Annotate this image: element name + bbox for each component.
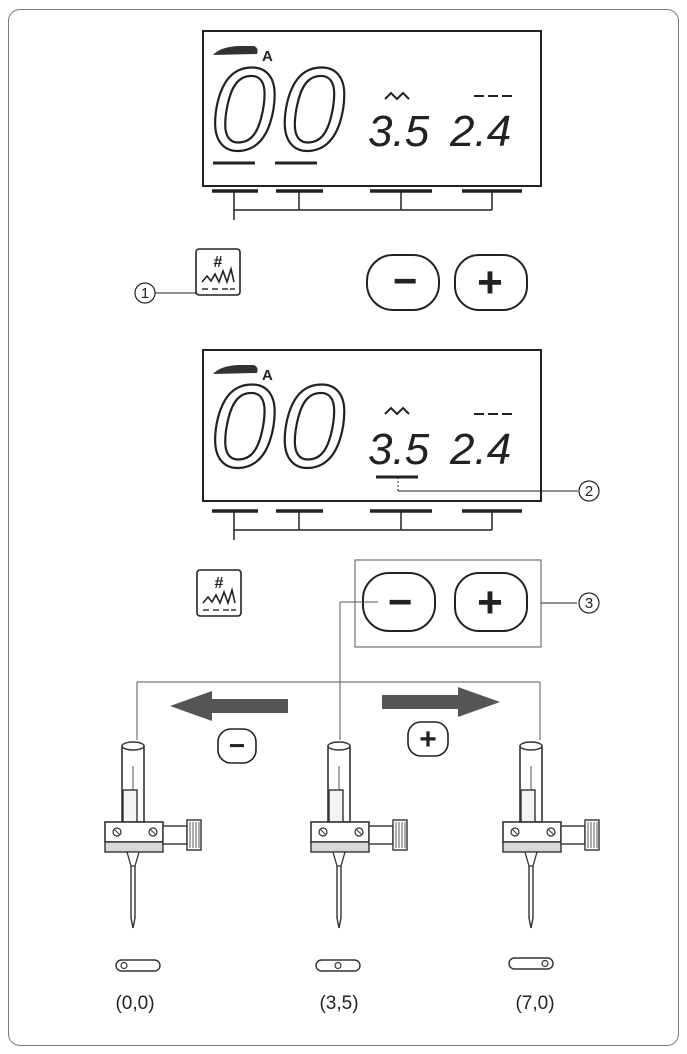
stitch-width-value: 3.5 (368, 107, 430, 156)
zigzag-width-icon (384, 91, 410, 101)
stitch-adjust-key-bottom[interactable]: # (196, 569, 242, 617)
callout-1: 1 (134, 282, 196, 304)
minus-symbol: − (229, 730, 245, 761)
needle-assembly-right (502, 741, 600, 929)
minus-symbol: − (388, 578, 413, 625)
plus-symbol: + (477, 578, 503, 627)
diagram-frame (8, 9, 679, 1046)
needle-assembly-left (104, 741, 202, 929)
pattern-number-digits: 00 (210, 361, 349, 493)
minus-symbol: − (393, 257, 418, 304)
plus-symbol: + (477, 258, 503, 307)
left-arrow (170, 691, 288, 721)
connector-lines (136, 601, 541, 740)
minus-button-top[interactable]: − (366, 254, 440, 311)
callout-3: 3 (541, 592, 600, 614)
needle-plate-hole-center (315, 959, 361, 972)
plus-button-top[interactable]: + (454, 254, 528, 311)
callout-2: 2 (397, 477, 600, 502)
plus-indicator-key: + (407, 721, 449, 757)
svg-text:1: 1 (141, 285, 149, 302)
needle-assembly-center (310, 741, 408, 929)
mode-letter: A (262, 48, 273, 65)
lcd-display-top: A 00 3.5 2.4 (202, 30, 542, 187)
hash-symbol: # (214, 254, 223, 271)
svg-text:3: 3 (585, 595, 593, 612)
presser-foot-icon (213, 46, 258, 55)
needle-position-label-right: (7,0) (515, 993, 554, 1014)
right-arrow (382, 687, 500, 717)
stitch-width-value: 3.5 (368, 425, 430, 474)
hash-symbol: # (215, 575, 224, 592)
pattern-number-digits: 00 (210, 44, 349, 176)
lcd-key-bar-bottom (212, 509, 522, 540)
plus-button-bottom[interactable]: + (454, 572, 528, 632)
lcd-key-bar-top (212, 189, 522, 220)
svg-text:2: 2 (585, 483, 593, 500)
zigzag-width-icon (384, 406, 410, 416)
stitch-adjust-key-top[interactable]: # (195, 248, 241, 296)
mode-letter: A (262, 367, 273, 384)
needle-plate-hole-right (508, 957, 554, 970)
needle-position-label-left: (0,0) (115, 993, 154, 1014)
stitch-length-value: 2.4 (449, 425, 511, 474)
presser-foot-icon (213, 365, 258, 374)
minus-button-bottom[interactable]: − (362, 572, 436, 632)
plus-symbol: + (419, 723, 437, 756)
lcd-display-bottom: A 00 3.5 2.4 (202, 349, 542, 502)
needle-position-label-center: (3,5) (319, 993, 358, 1014)
stitch-length-value: 2.4 (449, 107, 511, 156)
minus-indicator-key: − (217, 728, 257, 764)
needle-plate-hole-left (115, 959, 161, 972)
